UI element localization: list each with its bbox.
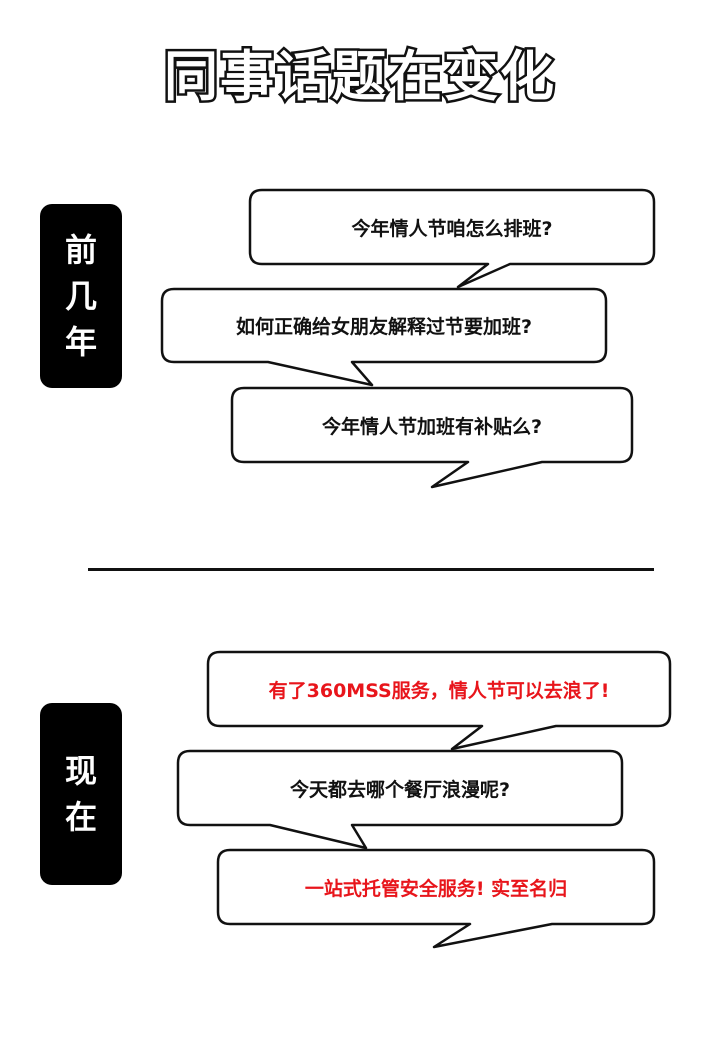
bubble-text: 今天都去哪个餐厅浪漫呢?: [289, 778, 511, 801]
speech-bubble-outline: [206, 650, 672, 751]
section-tag-now: 现 在: [40, 703, 122, 885]
title-wrap: 同事话题在变化: [0, 32, 720, 111]
section-tag-before: 前 几 年: [40, 204, 122, 388]
tag-char: 在: [64, 798, 97, 836]
bubble-text: 今年情人节咱怎么排班?: [351, 217, 553, 240]
section-divider: [88, 568, 654, 571]
speech-bubble-outline: [216, 848, 656, 949]
tag-char: 现: [64, 752, 97, 790]
speech-bubble-outline: [248, 188, 656, 289]
bubble-text: 今年情人节加班有补贴么?: [321, 415, 543, 438]
page-title: 同事话题在变化: [162, 43, 557, 111]
tag-char: 年: [64, 323, 97, 361]
bubble-text-highlight: 一站式托管安全服务! 实至名归: [304, 877, 568, 900]
bubble-text-highlight: 有了360MSS服务，情人节可以去浪了!: [268, 679, 610, 702]
speech-bubble-outline: [160, 287, 608, 387]
speech-bubble-outline: [176, 749, 624, 850]
bubble-text: 如何正确给女朋友解释过节要加班?: [235, 316, 533, 338]
tag-char: 几: [64, 277, 97, 315]
tag-char: 前: [64, 231, 97, 269]
speech-bubble-outline: [230, 386, 634, 489]
